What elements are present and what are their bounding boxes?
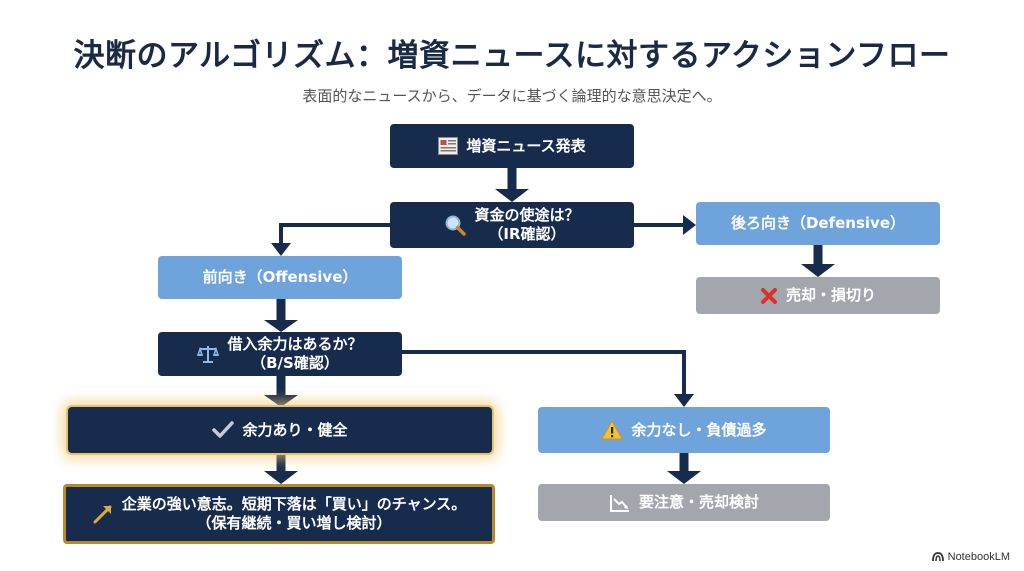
sell-stoploss-label: 売却・損切り — [785, 286, 876, 305]
warning-icon — [601, 420, 624, 440]
trend-down-icon — [609, 493, 631, 513]
news-announcement-label: 増資ニュース発表 — [466, 136, 586, 155]
buying-chance-text: 企業の強い意志。短期下落は「買い」のチャンス。 — [121, 495, 467, 514]
offensive-node: 前向き（Offensive） — [158, 256, 402, 299]
overdebt-label: 余力なし・負債過多 — [631, 420, 767, 439]
brand-watermark: NotebookLM — [931, 551, 1010, 563]
notebooklm-logo-icon — [931, 552, 944, 562]
page-subtitle: 表面的なニュースから、データに基づく論理的な意思決定へ。 — [302, 87, 722, 105]
buying-chance-node: 企業の強い意志。短期下落は「買い」のチャンス。 （保有継続・買い増し検討） — [63, 484, 495, 544]
fund-usage-question-node: 資金の使途は？ （IR確認） — [390, 202, 634, 248]
fund-usage-question: 資金の使途は？ — [474, 206, 580, 225]
borrowing-capacity-question: 借入余力はあるか？ — [227, 335, 363, 354]
offensive-label: 前向き（Offensive） — [202, 268, 358, 287]
overdebt-node: 余力なし・負債過多 — [538, 407, 830, 453]
healthy-capacity-node: 余力あり・健全 — [68, 407, 492, 453]
brand-label: NotebookLM — [947, 551, 1010, 563]
newspaper-icon — [438, 137, 459, 155]
cross-icon — [760, 287, 778, 305]
check-icon — [212, 421, 235, 439]
healthy-capacity-label: 余力あり・健全 — [242, 420, 348, 439]
defensive-label: 後ろ向き（Defensive） — [730, 214, 906, 233]
arrow-usage-to-offensive — [279, 223, 391, 245]
balance-sheet-check: （B/S確認） — [251, 354, 339, 372]
arrow-leverage-to-overdebt — [402, 350, 686, 396]
page-title: 決断のアルゴリズム：増資ニュースに対するアクションフロー — [73, 38, 951, 74]
fund-usage-check: （IR確認） — [488, 225, 566, 243]
scale-icon — [197, 344, 220, 364]
defensive-node: 後ろ向き（Defensive） — [696, 202, 940, 245]
magnifier-icon — [444, 214, 467, 236]
caution-label: 要注意・売却検討 — [638, 493, 759, 512]
buying-chance-action: （保有継続・買い増し検討） — [196, 514, 392, 532]
news-announcement-node: 増資ニュース発表 — [390, 124, 634, 168]
sell-stoploss-node: 売却・損切り — [696, 277, 940, 314]
trend-up-icon — [92, 503, 114, 525]
borrowing-capacity-question-node: 借入余力はあるか？ （B/S確認） — [158, 332, 402, 376]
caution-node: 要注意・売却検討 — [538, 484, 830, 521]
